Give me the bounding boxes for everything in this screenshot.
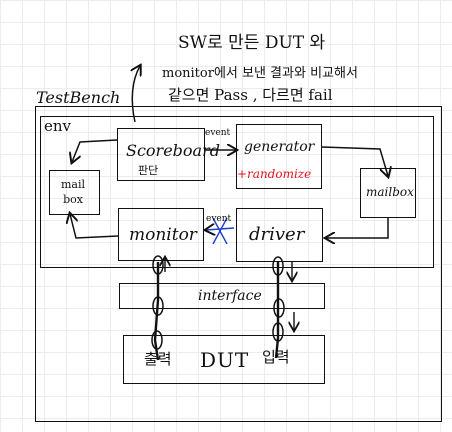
mailbox-right: mailbox	[360, 168, 416, 218]
driver-label: driver	[249, 224, 305, 245]
arrow-scoreboard-to-mailbox	[72, 139, 118, 162]
mailbox-left-label: mail box	[60, 178, 86, 206]
cable-knot	[152, 296, 164, 316]
interface-label: interface	[198, 288, 262, 304]
arrow-monitor-to-mailbox	[70, 214, 119, 239]
mailbox-right-label: mailbox	[366, 185, 414, 199]
note-line-2: monitor에서 보낸 결과와 비교해서	[162, 66, 358, 81]
event-cross	[212, 217, 228, 245]
note-line-1: SW로 만든 DUT 와	[178, 33, 326, 53]
dut-label: DUT	[200, 348, 250, 372]
driver-block: driver	[236, 208, 323, 262]
generator-label: generator	[244, 139, 315, 155]
note-line-3: 같으면 Pass , 다르면 fail	[168, 86, 333, 104]
event-label-mid: event	[206, 214, 232, 224]
cable-knot	[151, 330, 163, 350]
scoreboard-label: Scoreboard	[126, 141, 220, 160]
arrow-generator-to-mailbox	[321, 146, 388, 176]
arrow-driver-to-monitor	[206, 228, 235, 230]
scoreboard-sub: 판단	[138, 164, 159, 177]
monitor-block: monitor	[118, 208, 204, 261]
cable-knot	[272, 256, 284, 276]
arrow-mailbox-to-driver	[326, 218, 389, 238]
monitor-label: monitor	[129, 225, 197, 245]
driver-cable	[274, 262, 280, 359]
env-label: env	[44, 117, 72, 135]
dut-block: 출력 DUT 입력	[123, 335, 325, 384]
mailbox-left: mail box	[49, 170, 100, 215]
env-box	[40, 116, 434, 268]
dut-input-label: 입력	[262, 348, 290, 366]
generator-block: generator +randomize	[236, 124, 322, 189]
interface-block: interface	[119, 283, 325, 309]
scoreboard-block: Scoreboard 판단	[117, 128, 220, 181]
monitor-cable	[153, 262, 160, 361]
testbench-label: TestBench	[36, 88, 121, 107]
dut-output-label: 출력	[144, 350, 172, 368]
generator-randomize: +randomize	[237, 167, 312, 181]
cable-knot	[272, 322, 284, 342]
testbench-box	[35, 106, 442, 422]
event-label-top: event	[205, 128, 231, 138]
